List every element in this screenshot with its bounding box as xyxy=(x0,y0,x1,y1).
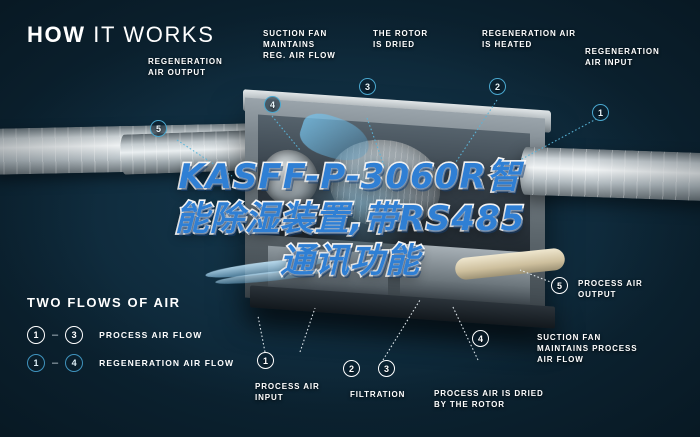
title-light: IT WORKS xyxy=(93,22,215,47)
callout-marker-process-air-output[interactable]: 5 xyxy=(551,277,568,294)
legend-marker-from-1-accent: 1 xyxy=(27,354,45,372)
legend-dash: – xyxy=(52,329,59,341)
legend-marker-to-3: 3 xyxy=(65,326,84,344)
callout-marker-process-air-input[interactable]: 1 xyxy=(257,352,274,369)
callout-marker-regeneration-air-output[interactable]: 5 xyxy=(150,120,167,137)
title-bold: HOW xyxy=(27,22,86,47)
page-title: HOW IT WORKS xyxy=(27,22,214,48)
legend-marker-from-1: 1 xyxy=(27,326,45,344)
regeneration-input-duct xyxy=(519,146,700,202)
legend-row-process-air-flow: 1 – 3 PROCESS AIR FLOW xyxy=(27,326,202,344)
legend-dash-2: – xyxy=(52,357,59,369)
callout-marker-suction-fan-process[interactable]: 4 xyxy=(472,330,489,347)
callout-label-filtration: FILTRATION xyxy=(350,390,406,399)
callout-marker-process-air-dried[interactable]: 3 xyxy=(378,360,395,377)
legend-title: TWO FLOWS OF AIR xyxy=(27,295,181,310)
callout-marker-rotor-is-dried[interactable]: 3 xyxy=(359,78,376,95)
callout-marker-suction-fan-reg[interactable]: 4 xyxy=(264,96,281,113)
callout-marker-regeneration-air-input[interactable]: 1 xyxy=(592,104,609,121)
legend-row-regeneration-air-flow: 1 – 4 REGENERATION AIR FLOW xyxy=(27,354,234,372)
legend-text-regeneration-air-flow: REGENERATION AIR FLOW xyxy=(99,358,235,368)
callout-marker-filtration[interactable]: 2 xyxy=(343,360,360,377)
legend-text-process-air-flow: PROCESS AIR FLOW xyxy=(99,330,203,340)
callout-marker-regeneration-air-heated[interactable]: 2 xyxy=(489,78,506,95)
legend-marker-to-4: 4 xyxy=(65,354,84,372)
